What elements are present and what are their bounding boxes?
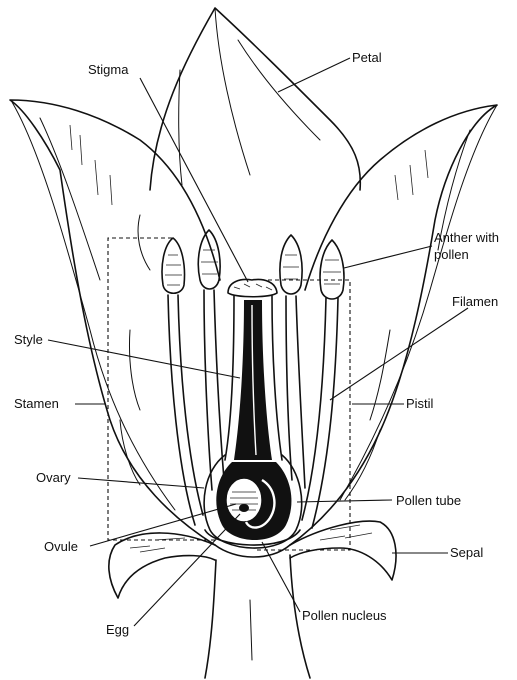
leader-pollen-nucleus [262, 542, 300, 612]
leader-stigma [140, 78, 248, 282]
label-stamen: Stamen [14, 396, 59, 411]
label-pistil: Pistil [406, 396, 434, 411]
label-anther-line1: Anther with [434, 230, 499, 245]
label-pollen-tube: Pollen tube [396, 493, 461, 508]
leader-style [48, 340, 240, 378]
stigma [228, 280, 277, 297]
leader-egg [134, 514, 240, 626]
stamen-region-box [108, 238, 215, 540]
anther-2 [198, 230, 220, 289]
label-stigma: Stigma [88, 62, 129, 77]
label-ovary: Ovary [36, 470, 71, 485]
leader-filament [330, 308, 468, 400]
label-egg: Egg [106, 622, 129, 637]
label-pollen-nucleus: Pollen nucleus [302, 608, 387, 623]
leader-pollen-tube [297, 500, 392, 502]
label-ovule: Ovule [44, 539, 78, 554]
leader-petal [278, 58, 350, 92]
label-style: Style [14, 332, 43, 347]
label-sepal: Sepal [450, 545, 483, 560]
label-petal: Petal [352, 50, 382, 65]
leader-anther [344, 246, 432, 268]
ovule [226, 478, 262, 522]
label-anther-line2: pollen [434, 247, 469, 262]
label-filament: Filamen [452, 294, 498, 309]
stem [205, 555, 310, 678]
